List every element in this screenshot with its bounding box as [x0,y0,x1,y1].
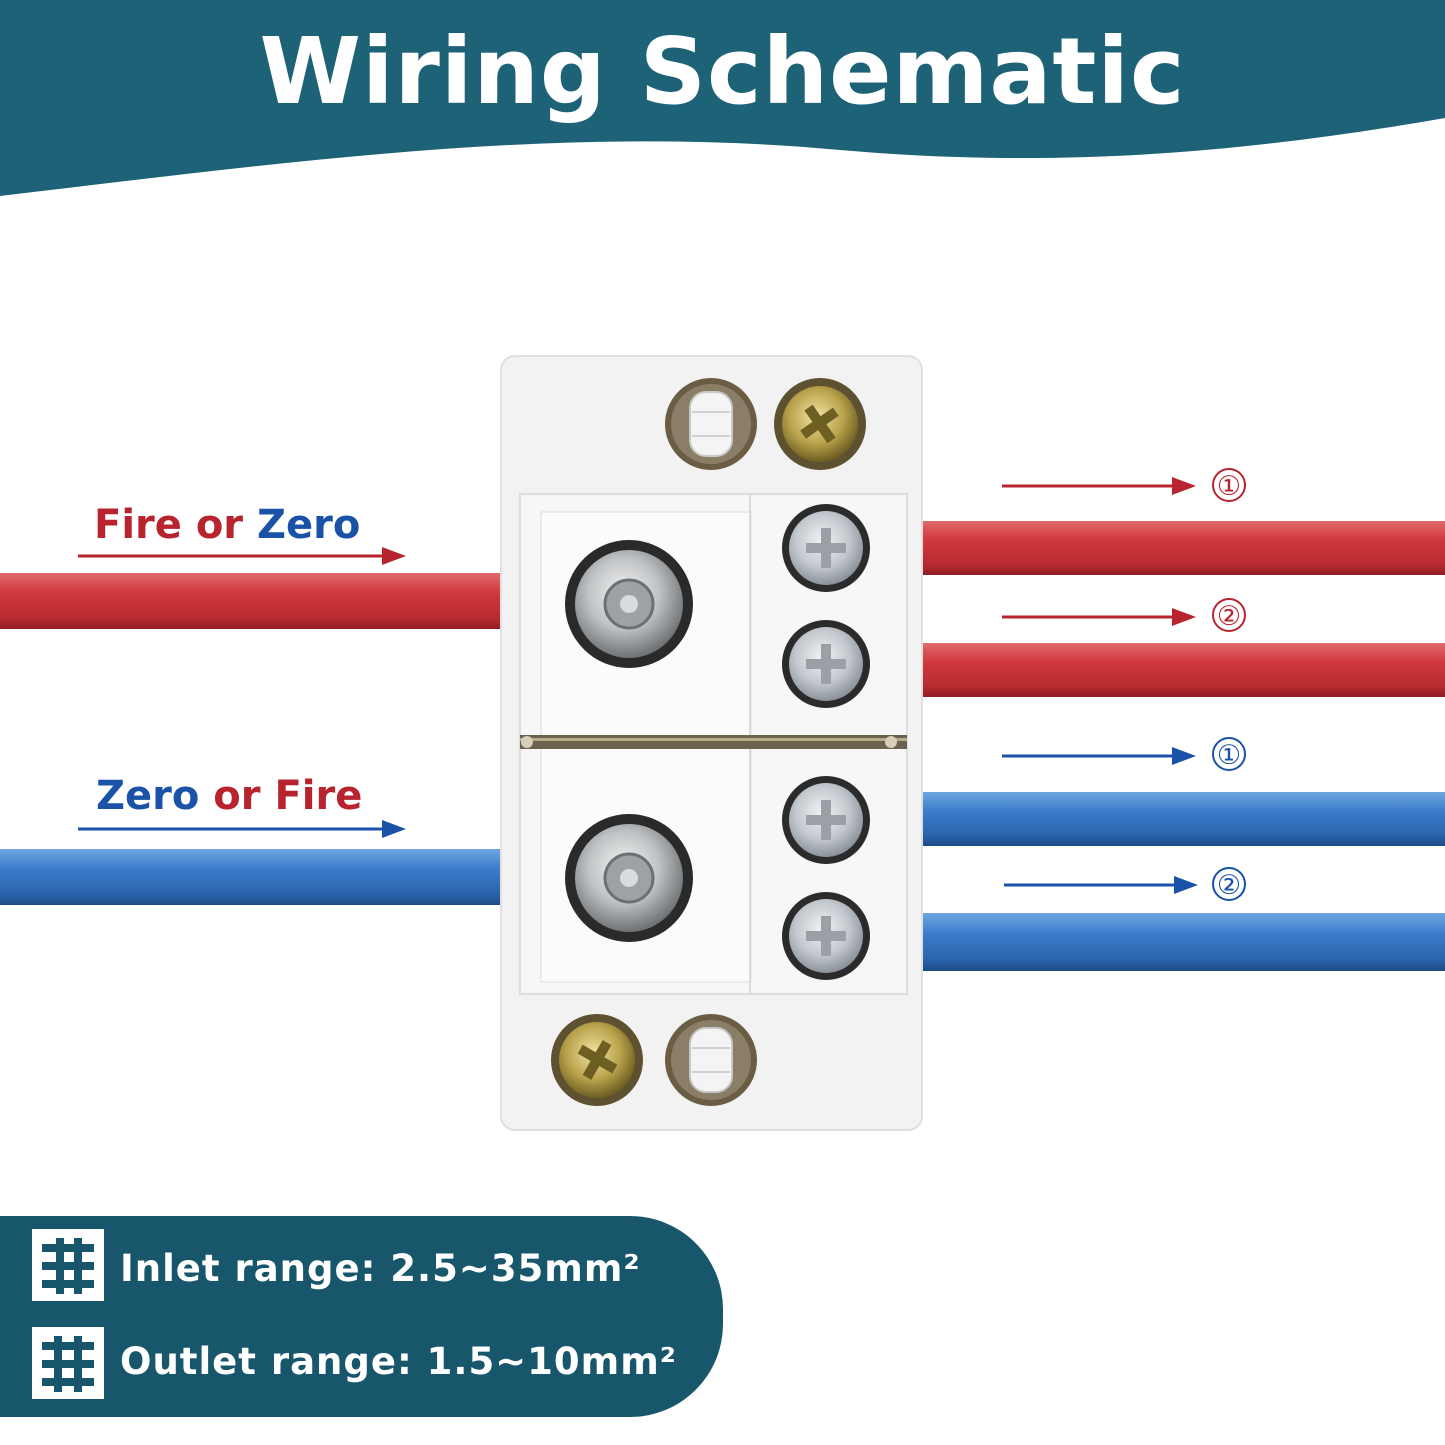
output-number-blue-2: ② [1212,867,1246,901]
label-word-zero: Zero [256,502,361,548]
input-wire-red [0,573,510,629]
arrow-output-red-2 [1002,608,1196,626]
range-panel [0,1216,723,1417]
label-word-or: or [213,773,261,819]
inlet-screw-zero [565,814,693,942]
label-word-or: or [195,502,244,548]
outlet-range-text: Outlet range: 1.5~10mm² [120,1340,677,1383]
bus-bar [520,735,907,749]
arrow-input-fire [78,547,406,565]
title-banner [0,0,1445,196]
label-word-fire: Fire [94,502,182,548]
inlet-screw-fire [565,540,693,668]
outlet-screw-red-1 [782,504,870,592]
outlet-screw-blue-1 [782,776,870,864]
output-number-red-1: ① [1212,468,1246,502]
terminal-block [500,355,923,1131]
arrow-output-blue-1 [1002,747,1196,765]
output-wire-blue-2 [915,913,1445,971]
outlet-range-icon [32,1327,104,1399]
page-title: Wiring Schematic [259,18,1186,125]
output-wire-blue-1 [915,792,1445,846]
input-wire-blue [0,849,510,905]
inlet-range-text: Inlet range: 2.5~35mm² [120,1247,641,1290]
output-number-red-2: ② [1212,598,1246,632]
mount-clip-bottom [665,1014,757,1106]
output-wire-red-2 [915,643,1445,697]
label-fire-or-zero: Fire or Zero [94,502,360,548]
inlet-range-icon [32,1229,104,1301]
output-wire-red-1 [915,521,1445,575]
brass-screw-bottom [551,1014,643,1106]
arrow-input-zero [78,820,406,838]
arrow-output-blue-2 [1004,876,1198,894]
brass-screw-top [774,378,866,470]
outlet-screw-red-2 [782,620,870,708]
label-word-zero: Zero [96,773,200,819]
output-number-blue-1: ① [1212,737,1246,771]
outlet-screw-blue-2 [782,892,870,980]
label-word-fire: Fire [274,773,363,819]
arrow-output-red-1 [1002,477,1196,495]
label-zero-or-fire: Zero or Fire [96,773,362,819]
mount-clip-top [665,378,757,470]
